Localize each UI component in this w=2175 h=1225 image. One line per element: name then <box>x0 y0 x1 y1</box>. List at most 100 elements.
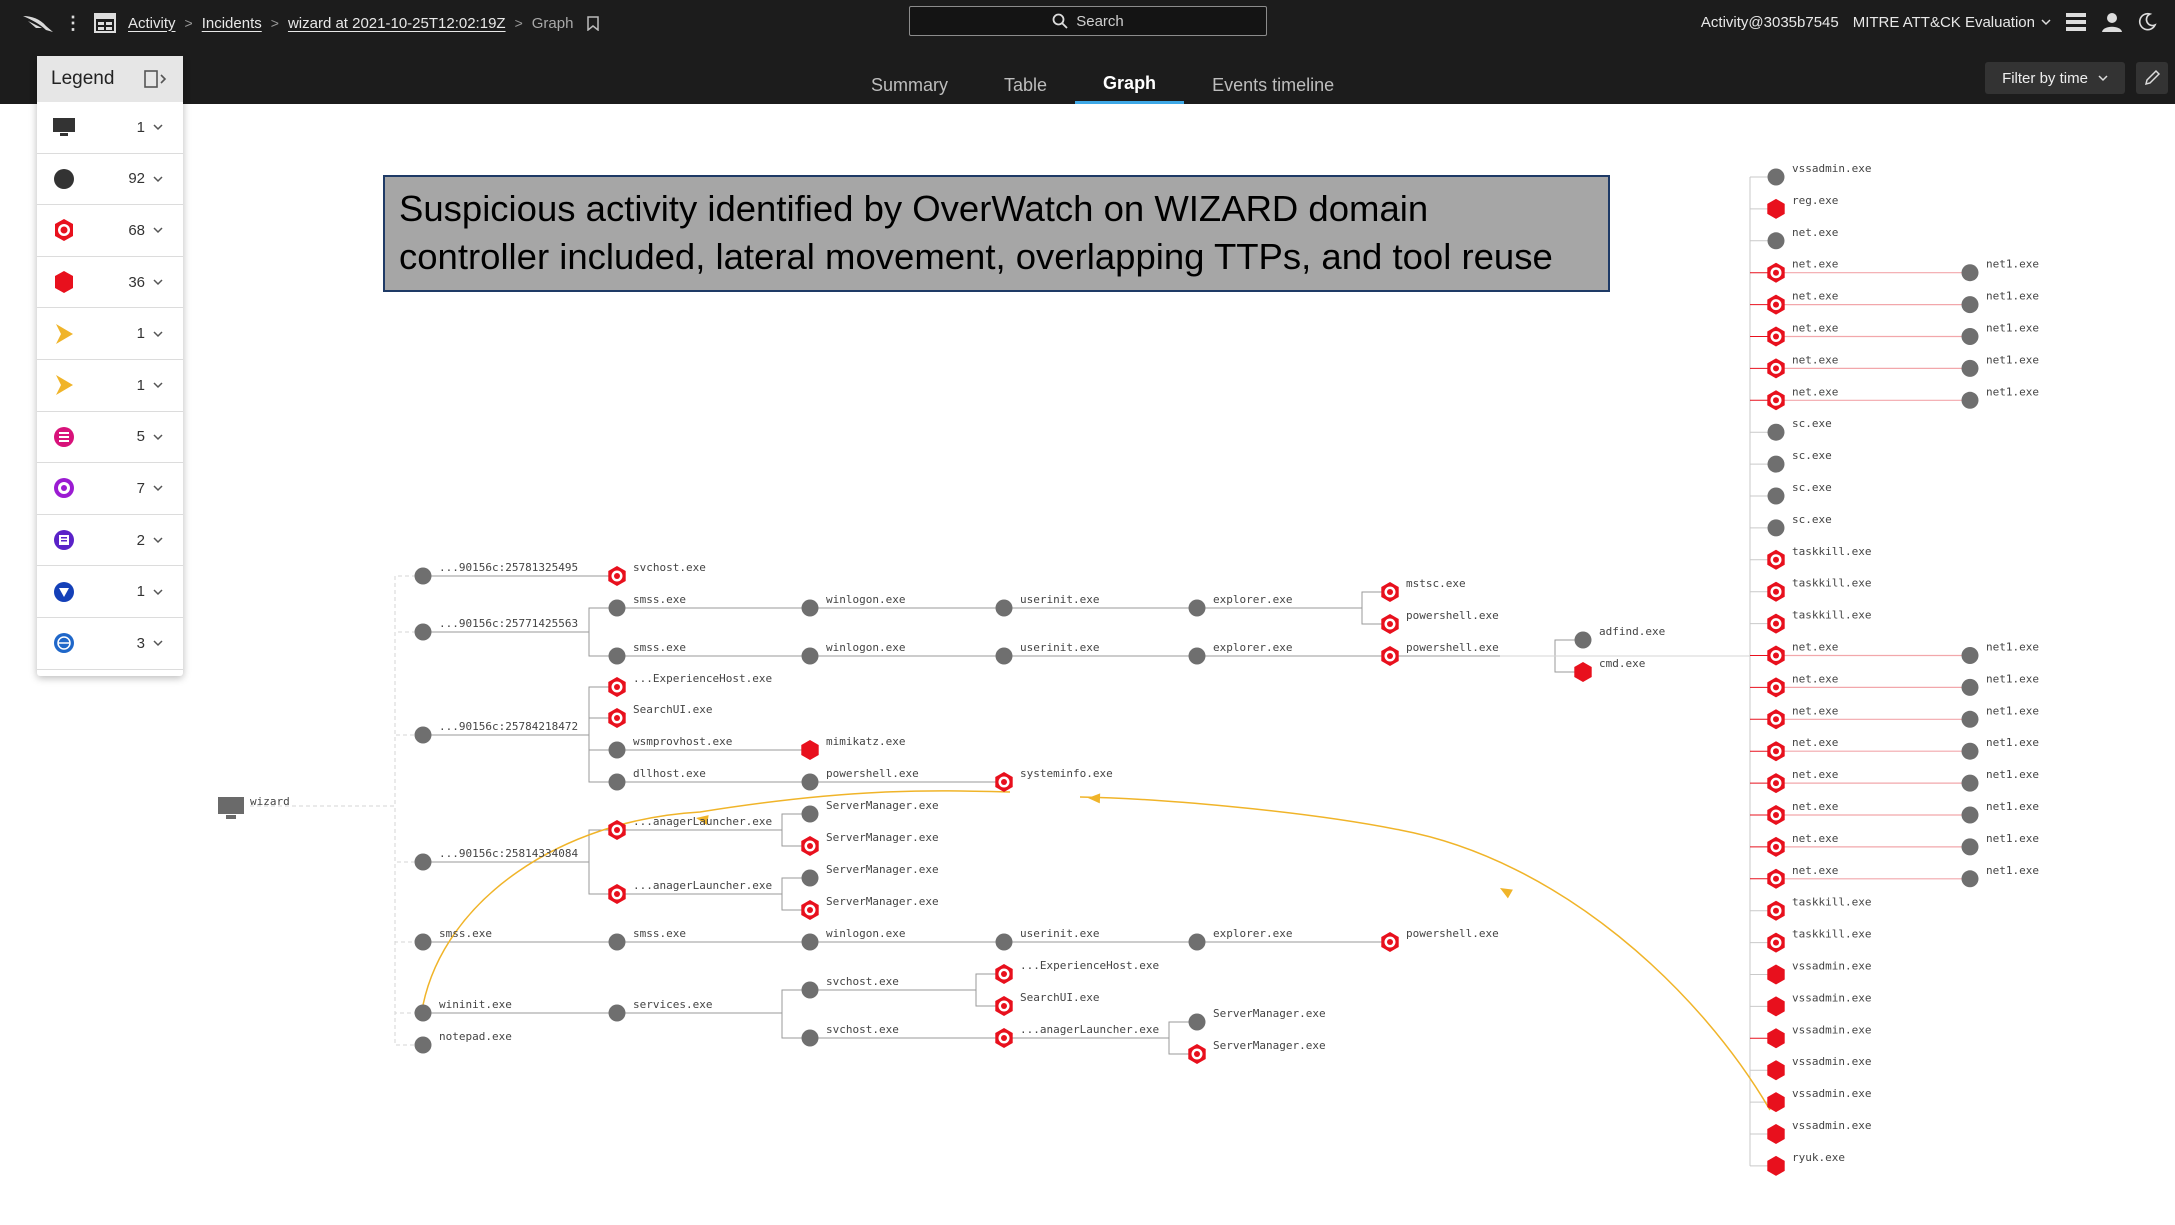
process-node[interactable]: sc.exe <box>1767 481 1832 505</box>
process-node[interactable]: powershell.exe <box>1381 609 1499 634</box>
process-node[interactable]: systeminfo.exe <box>995 767 1113 792</box>
process-node[interactable]: net1.exe <box>1961 290 2039 314</box>
app-grid-icon[interactable] <box>94 13 116 33</box>
process-node[interactable]: vssadmin.exe <box>1767 1023 1871 1049</box>
process-node[interactable]: svchost.exe <box>801 975 899 999</box>
process-node[interactable]: ...90156c:25781325495 <box>414 561 579 585</box>
process-node[interactable]: dllhost.exe <box>608 767 706 791</box>
process-node[interactable]: smss.exe <box>608 641 686 665</box>
process-node[interactable]: net1.exe <box>1961 641 2039 665</box>
process-node[interactable]: net1.exe <box>1961 672 2039 696</box>
falcon-logo-icon[interactable] <box>22 12 56 34</box>
user-account[interactable]: Activity@3035b7545 <box>1700 13 1839 31</box>
process-node[interactable]: powershell.exe <box>1381 641 1499 666</box>
process-node[interactable]: ServerManager.exe <box>801 799 939 823</box>
process-node[interactable]: ryuk.exe <box>1767 1151 1845 1176</box>
process-node[interactable]: winlogon.exe <box>801 927 906 951</box>
host-node[interactable]: wizard <box>218 795 290 819</box>
process-node[interactable]: ...ExperienceHost.exe <box>608 672 772 697</box>
process-node[interactable]: net.exe <box>1767 290 1838 315</box>
process-node[interactable]: ServerManager.exe <box>1188 1039 1326 1064</box>
process-node[interactable]: net.exe <box>1767 353 1838 379</box>
process-node[interactable]: taskkill.exe <box>1767 545 1871 570</box>
process-node[interactable]: mimikatz.exe <box>801 735 905 760</box>
process-node[interactable]: vssadmin.exe <box>1767 1055 1871 1081</box>
process-node[interactable]: net1.exe <box>1961 768 2039 792</box>
process-node[interactable]: svchost.exe <box>801 1023 899 1047</box>
process-node[interactable]: cmd.exe <box>1574 657 1645 682</box>
process-node[interactable]: vssadmin.exe <box>1767 1119 1871 1144</box>
process-node[interactable]: taskkill.exe <box>1767 577 1871 602</box>
process-node[interactable]: net.exe <box>1767 226 1839 250</box>
process-node[interactable]: svchost.exe <box>608 561 706 586</box>
process-node[interactable]: services.exe <box>608 998 713 1022</box>
process-node[interactable]: SearchUI.exe <box>608 703 712 728</box>
process-node[interactable]: sc.exe <box>1767 449 1832 473</box>
process-node[interactable]: SearchUI.exe <box>995 991 1099 1016</box>
process-node[interactable]: ...anagerLauncher.exe <box>995 1023 1159 1048</box>
process-node[interactable]: smss.exe <box>608 593 686 617</box>
process-node[interactable]: explorer.exe <box>1188 641 1293 665</box>
queue-icon[interactable] <box>2065 12 2087 32</box>
collapse-panel-icon[interactable] <box>143 69 167 89</box>
process-node[interactable]: taskkill.exe <box>1767 896 1871 921</box>
tab-summary[interactable]: Summary <box>871 74 949 95</box>
process-node[interactable]: net1.exe <box>1961 832 2039 856</box>
process-node[interactable]: adfind.exe <box>1574 625 1666 649</box>
process-node[interactable]: winlogon.exe <box>801 641 906 665</box>
process-node[interactable]: net1.exe <box>1961 385 2039 409</box>
process-node[interactable]: wsmprovhost.exe <box>608 735 733 759</box>
legend-row[interactable]: 36 <box>37 257 183 309</box>
process-node[interactable]: ...90156c:25771425563 <box>414 617 579 641</box>
bookmark-icon[interactable] <box>587 15 600 31</box>
process-node[interactable]: net1.exe <box>1961 704 2039 728</box>
process-node[interactable]: sc.exe <box>1767 513 1832 537</box>
legend-row[interactable]: 68 <box>37 205 183 257</box>
breadcrumb-incidents[interactable]: Incidents <box>201 14 262 32</box>
process-node[interactable]: wininit.exe <box>414 998 512 1022</box>
process-node[interactable]: sc.exe <box>1767 417 1832 441</box>
process-node[interactable]: vssadmin.exe <box>1767 960 1871 985</box>
process-node[interactable]: net1.exe <box>1961 736 2039 760</box>
legend-row[interactable]: 92 <box>37 154 183 206</box>
process-node[interactable]: taskkill.exe <box>1767 609 1871 634</box>
process-node[interactable]: ...ExperienceHost.exe <box>995 959 1159 984</box>
legend-row[interactable]: 2 <box>37 515 183 567</box>
process-node[interactable]: net1.exe <box>1961 800 2039 824</box>
process-node[interactable]: net.exe <box>1767 768 1838 794</box>
menu-kebab-icon[interactable]: ⋮ <box>64 12 82 33</box>
tab-table[interactable]: Table <box>1004 74 1048 95</box>
process-node[interactable]: ...anagerLauncher.exe <box>608 879 772 904</box>
process-node[interactable]: net.exe <box>1767 672 1838 698</box>
legend-row[interactable]: 1 <box>37 308 183 360</box>
search-input[interactable]: Search <box>909 6 1267 36</box>
theme-moon-icon[interactable] <box>2137 12 2157 32</box>
process-node[interactable]: vssadmin.exe <box>1767 991 1871 1017</box>
process-node[interactable]: vssadmin.exe <box>1767 162 1872 186</box>
process-node[interactable]: ServerManager.exe <box>801 831 939 856</box>
process-node[interactable]: net.exe <box>1767 258 1838 283</box>
legend-row[interactable]: 7 <box>37 463 183 515</box>
process-node[interactable]: vssadmin.exe <box>1767 1087 1871 1113</box>
legend-row[interactable]: 1 <box>37 566 183 618</box>
process-node[interactable]: userinit.exe <box>995 927 1100 951</box>
process-node[interactable]: powershell.exe <box>801 767 919 791</box>
process-node[interactable]: net.exe <box>1767 864 1838 889</box>
process-node[interactable]: smss.exe <box>414 927 492 951</box>
filter-by-time-button[interactable]: Filter by time <box>1985 62 2125 94</box>
process-node[interactable]: taskkill.exe <box>1767 928 1871 953</box>
process-node[interactable]: winlogon.exe <box>801 593 906 617</box>
process-node[interactable]: ServerManager.exe <box>801 863 939 887</box>
process-node[interactable]: net.exe <box>1767 800 1838 825</box>
process-node[interactable]: net.exe <box>1767 641 1838 666</box>
process-node[interactable]: net1.exe <box>1961 258 2039 282</box>
process-node[interactable]: net.exe <box>1767 385 1838 411</box>
breadcrumb-incident[interactable]: wizard at 2021-10-25T12:02:19Z <box>287 14 506 32</box>
tab-events-timeline[interactable]: Events timeline <box>1212 74 1335 95</box>
process-node[interactable]: ...90156c:25784218472 <box>414 720 579 744</box>
process-node[interactable]: smss.exe <box>608 927 686 951</box>
process-node[interactable]: net1.exe <box>1961 864 2039 888</box>
legend-row[interactable]: 5 <box>37 412 183 464</box>
process-node[interactable]: ServerManager.exe <box>801 895 939 920</box>
process-node[interactable]: explorer.exe <box>1188 927 1293 951</box>
